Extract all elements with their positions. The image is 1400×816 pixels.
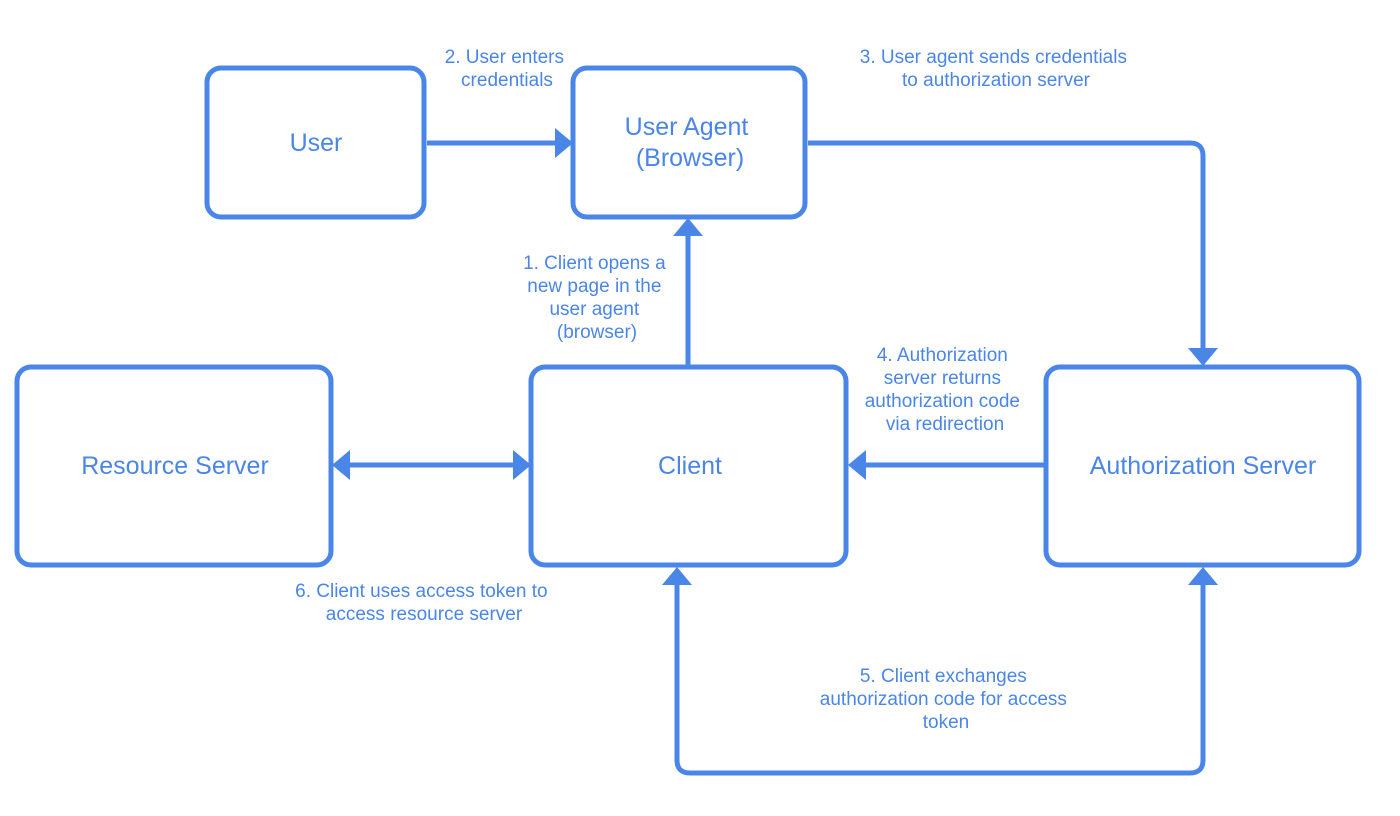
edge-user-agent-to-authorization-server xyxy=(808,140,1206,350)
resource-server-box xyxy=(14,364,334,568)
arrowhead-user-agent-left xyxy=(555,128,573,158)
step-6-label: 6. Client uses access token to access re… xyxy=(295,581,553,625)
authorization-server-box xyxy=(1043,364,1362,568)
arrowhead-client-left xyxy=(513,450,531,480)
arrowhead-authorization-server-top xyxy=(1188,348,1218,366)
arrowhead-resource-server-right xyxy=(332,450,350,480)
arrowhead-client-bottom xyxy=(662,567,692,585)
user-agent-label: User Agent (Browser) xyxy=(625,113,756,172)
arrowhead-authorization-server-bottom xyxy=(1188,567,1218,585)
step-5-label: 5. Client exchanges authorization code f… xyxy=(820,666,1072,733)
authorization-server-label: Authorization Server xyxy=(1090,452,1317,480)
arrowhead-user-agent-bottom xyxy=(673,218,703,236)
arrowhead-client-right xyxy=(848,450,866,480)
step-1-label: 1. Client opens a new page in the user a… xyxy=(523,253,671,343)
step-3-label: 3. User agent sends credentials to autho… xyxy=(860,47,1133,91)
step-2-label: 2. User enters credentials xyxy=(445,47,570,91)
user-box xyxy=(204,65,427,220)
client-label: Client xyxy=(658,452,722,480)
user-agent-box xyxy=(570,65,808,220)
resource-server-label: Resource Server xyxy=(81,452,269,480)
client-box xyxy=(528,364,849,568)
user-label: User xyxy=(290,129,343,157)
edge-client-authorization-server-exchange xyxy=(674,585,1206,776)
step-4-label: 4. Authorization server returns authoriz… xyxy=(865,345,1026,435)
